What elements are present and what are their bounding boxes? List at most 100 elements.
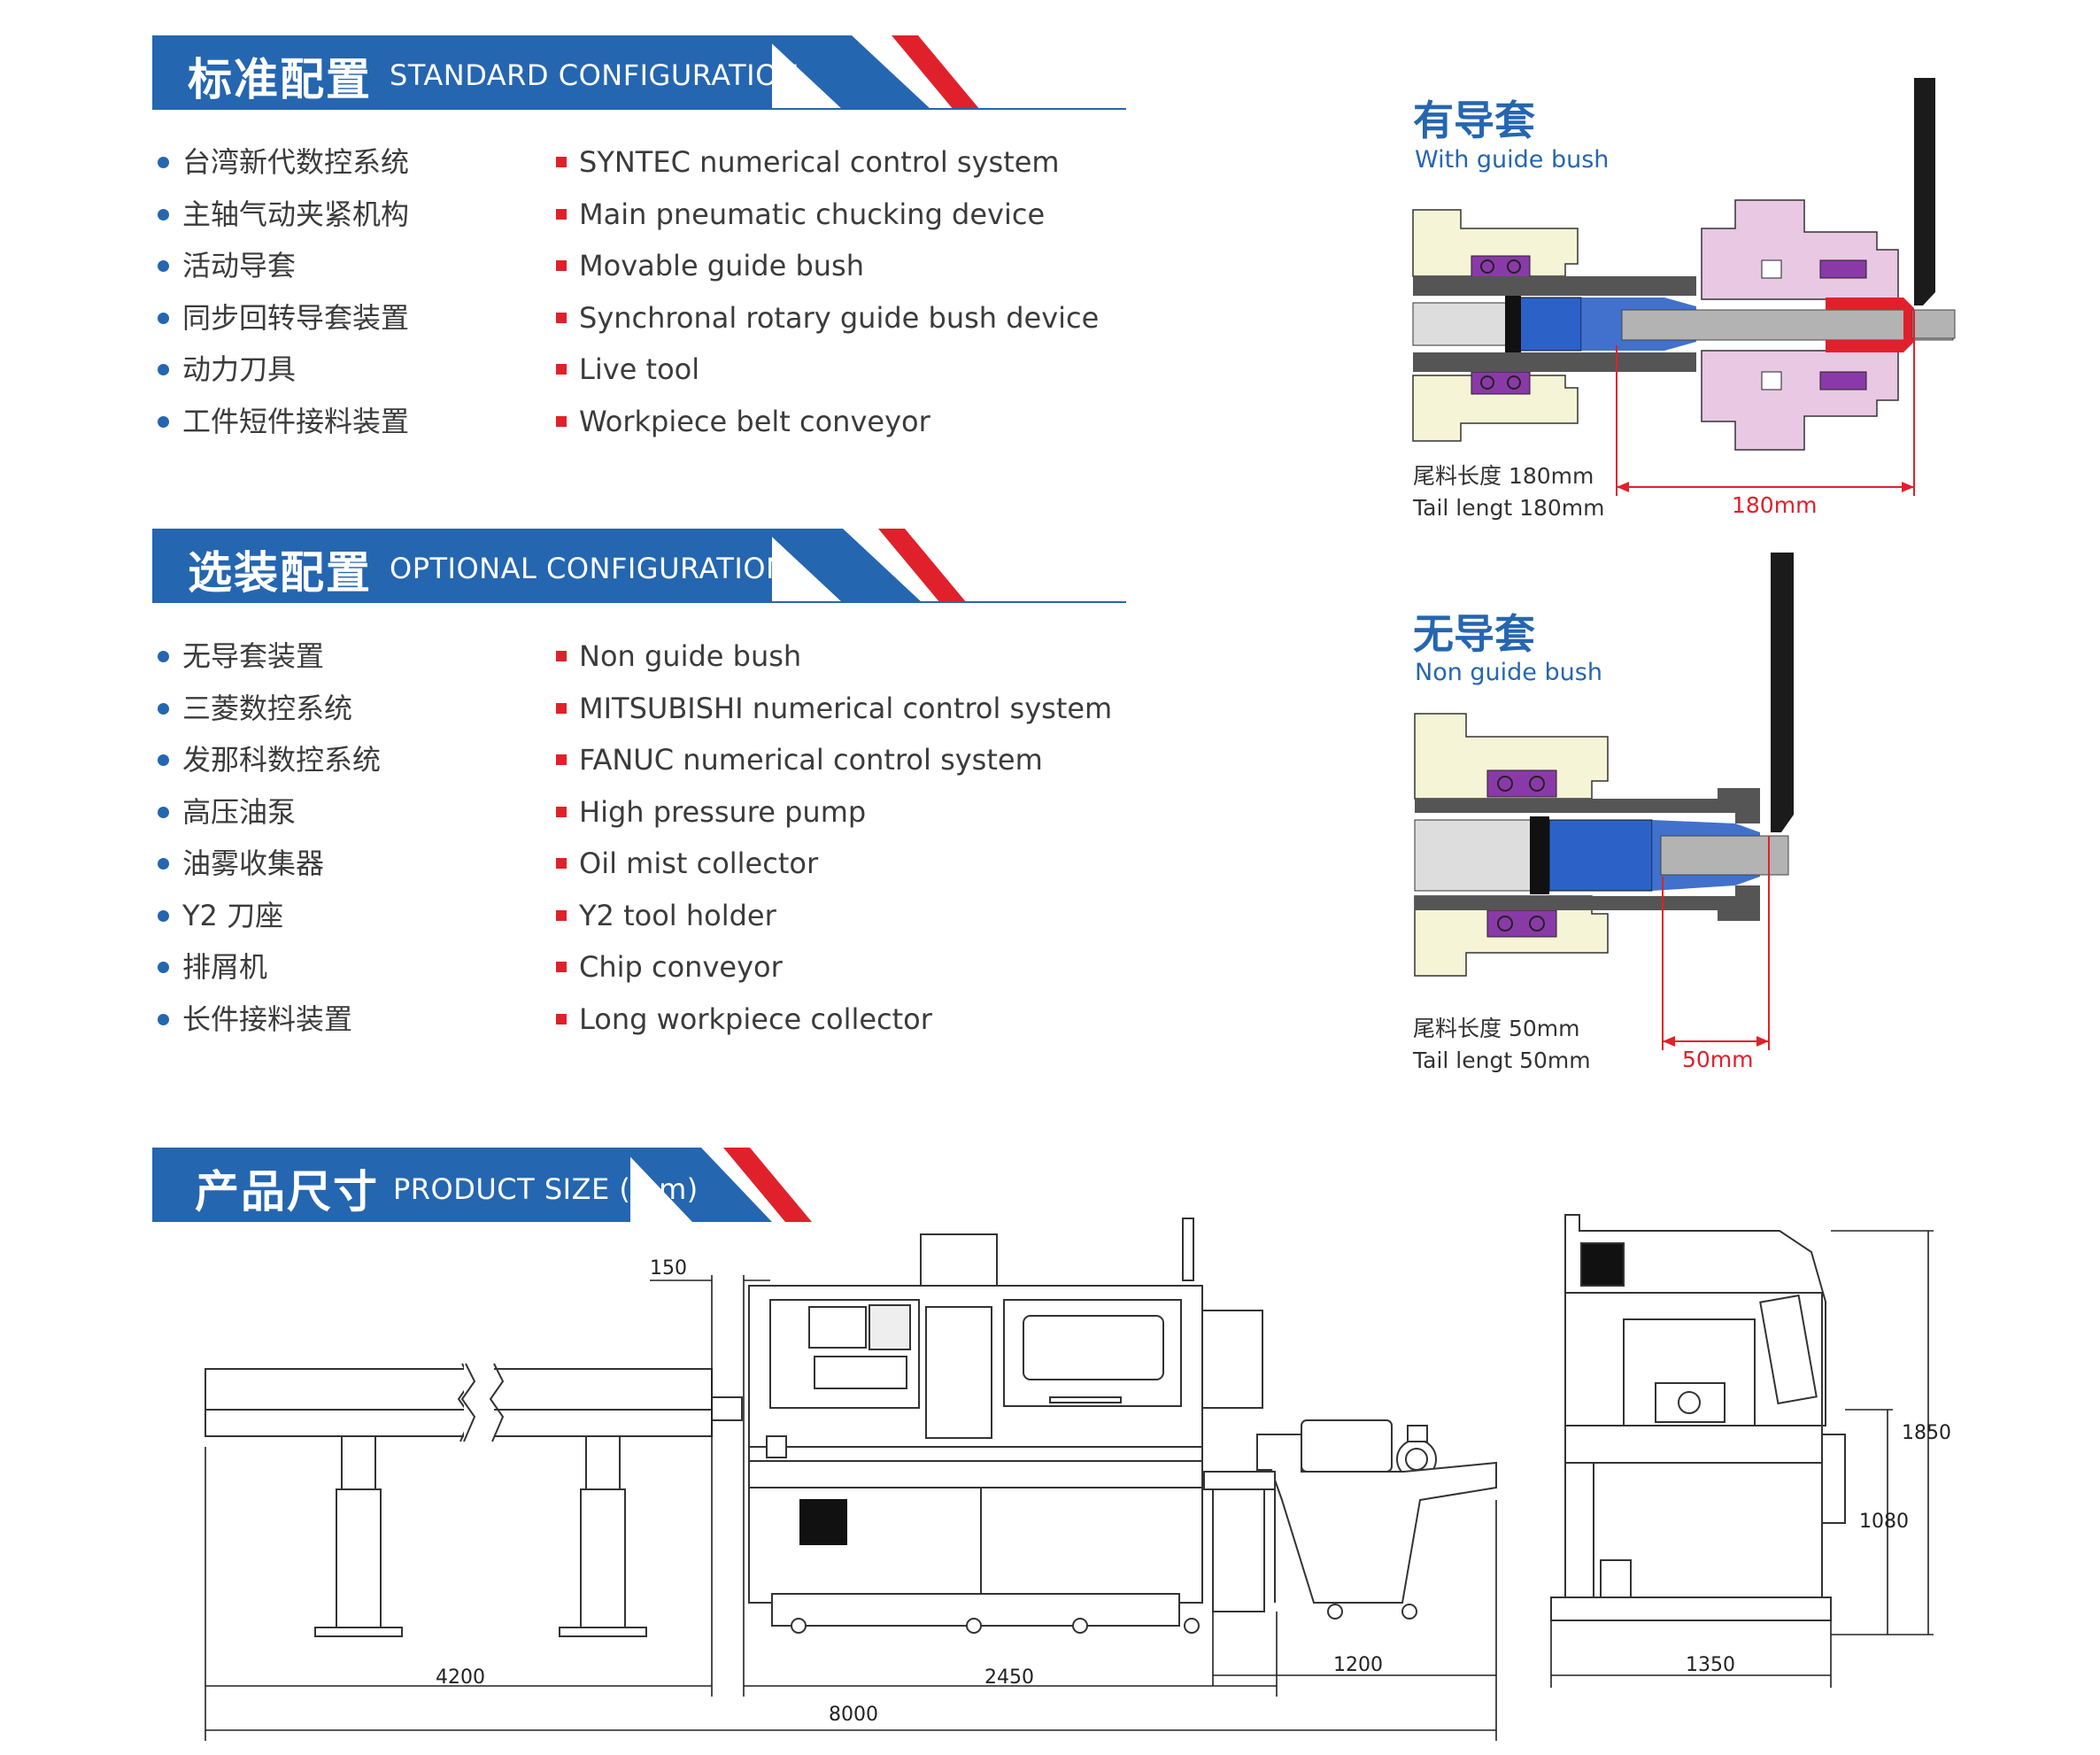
tail-length-en: Tail lengt 50mm [1413,1048,1591,1073]
list-item: Main pneumatic chucking device [556,189,1099,241]
list-item: 台湾新代数控系统 [154,136,409,189]
bullet-icon [158,651,169,662]
dim-4200: 4200 [436,1666,485,1689]
bullet-icon [556,1013,567,1024]
list-item: 活动导套 [154,240,409,292]
bullet-icon [158,364,169,375]
bar-feeder [205,1362,743,1637]
dim-150: 150 [650,1257,687,1280]
bullet-icon [158,208,169,220]
list-item: FANUC numerical control system [556,734,1112,786]
guide-bush-dimension: 180mm [1732,492,1818,518]
dim-1850: 1850 [1902,1422,1951,1444]
tail-length-en: Tail lengt 180mm [1413,495,1605,521]
list-item: Chip conveyor [556,941,1112,993]
list-item: SYNTEC numerical control system [556,136,1099,189]
non-guide-bush-dimension: 50mm [1682,1047,1754,1072]
optional-list-cn: 无导套装置 三菱数控系统 发那科数控系统 高压油泵 油雾收集器 Y2 刀座 排屑… [154,630,381,1045]
banner-decoration [152,1148,812,1222]
product-size-banner: 产品尺寸 PRODUCT SIZE (mm) [152,1148,812,1222]
optional-config-banner: 选装配置 OPTIONAL CONFIGURATION [152,529,1126,603]
bullet-icon [556,415,567,427]
bullet-icon [158,754,169,766]
side-view [1550,1214,1846,1621]
list-item: High pressure pump [556,786,1112,839]
banner-decoration [152,529,1126,603]
dim-1200: 1200 [1333,1654,1383,1676]
non-guide-bush-title-cn: 无导套 [1413,610,1535,658]
list-item: 油雾收集器 [154,838,381,890]
standard-title-en: STANDARD CONFIGURATION [390,58,800,92]
size-title-en: PRODUCT SIZE (mm) [393,1172,699,1206]
standard-list-cn: 台湾新代数控系统 主轴气动夹紧机构 活动导套 同步回转导套装置 动力刀具 工件短… [154,136,409,447]
list-item: 同步回转导套装置 [154,292,409,344]
guide-bush-title-cn: 有导套 [1413,97,1535,144]
list-item: 长件接料装置 [154,993,381,1046]
list-item: Y2 刀座 [154,890,381,942]
list-item: Live tool [556,344,1099,396]
list-item: Workpiece belt conveyor [556,396,1099,448]
bullet-icon [158,806,169,818]
bullet-icon [556,702,567,714]
list-item: 高压油泵 [154,786,381,839]
bullet-icon [158,260,169,272]
bullet-icon [556,909,567,921]
bullet-icon [158,702,169,715]
list-item: MITSUBISHI numerical control system [556,683,1112,735]
list-item: 无导套装置 [154,630,381,683]
lathe-body [748,1218,1274,1634]
guide-bush-tail: 尾料长度 180mm Tail lengt 180mm [1413,460,1605,524]
list-item: Synchronal rotary guide bush device [556,292,1099,344]
non-guide-bush-tail: 尾料长度 50mm Tail lengt 50mm [1413,1013,1591,1077]
bullet-icon [556,754,567,765]
bullet-icon [556,806,567,817]
list-item: 发那科数控系统 [154,734,381,786]
optional-list-en: Non guide bush MITSUBISHI numerical cont… [556,630,1112,1045]
bullet-icon [556,962,567,972]
dim-8000: 8000 [829,1704,878,1726]
optional-title-en: OPTIONAL CONFIGURATION [390,552,788,585]
bullet-icon [556,858,567,869]
bullet-icon [158,909,169,922]
standard-title-cn: 标准配置 [188,54,372,105]
list-item: Y2 tool holder [556,890,1112,942]
list-item: 排屑机 [154,941,381,993]
standard-config-banner: 标准配置 STANDARD CONFIGURATION [152,35,1126,110]
bullet-icon [158,312,169,324]
bullet-icon [158,1013,169,1025]
bullet-icon [158,157,169,168]
list-item: 工件短件接料装置 [154,396,409,448]
bullet-icon [556,651,567,661]
list-item: Oil mist collector [556,838,1112,890]
list-item: 三菱数控系统 [154,683,381,735]
bullet-icon [158,415,169,428]
size-title-cn: 产品尺寸 [195,1166,379,1218]
list-item: Movable guide bush [556,240,1099,292]
list-item: 主轴气动夹紧机构 [154,189,409,241]
bullet-icon [158,858,169,870]
dim-1350: 1350 [1686,1654,1735,1676]
bullet-icon [556,364,567,375]
guide-bush-title-en: With guide bush [1415,146,1610,174]
list-item: Non guide bush [556,630,1112,683]
dim-2450: 2450 [984,1666,1034,1689]
standard-list-en: SYNTEC numerical control system Main pne… [556,136,1099,447]
tail-length-cn: 尾料长度 50mm [1413,1016,1580,1041]
bullet-icon [556,157,567,167]
list-item: Long workpiece collector [556,993,1112,1046]
bullet-icon [556,312,567,323]
bullet-icon [556,208,567,220]
chip-conveyor [1203,1419,1497,1620]
dim-1080: 1080 [1859,1511,1909,1533]
bullet-icon [158,962,169,973]
tail-length-cn: 尾料长度 180mm [1413,463,1594,489]
bullet-icon [556,260,567,271]
non-guide-bush-title-en: Non guide bush [1415,659,1602,686]
banner-decoration [152,35,1126,110]
optional-title-cn: 选装配置 [188,547,372,599]
list-item: 动力刀具 [154,344,409,396]
